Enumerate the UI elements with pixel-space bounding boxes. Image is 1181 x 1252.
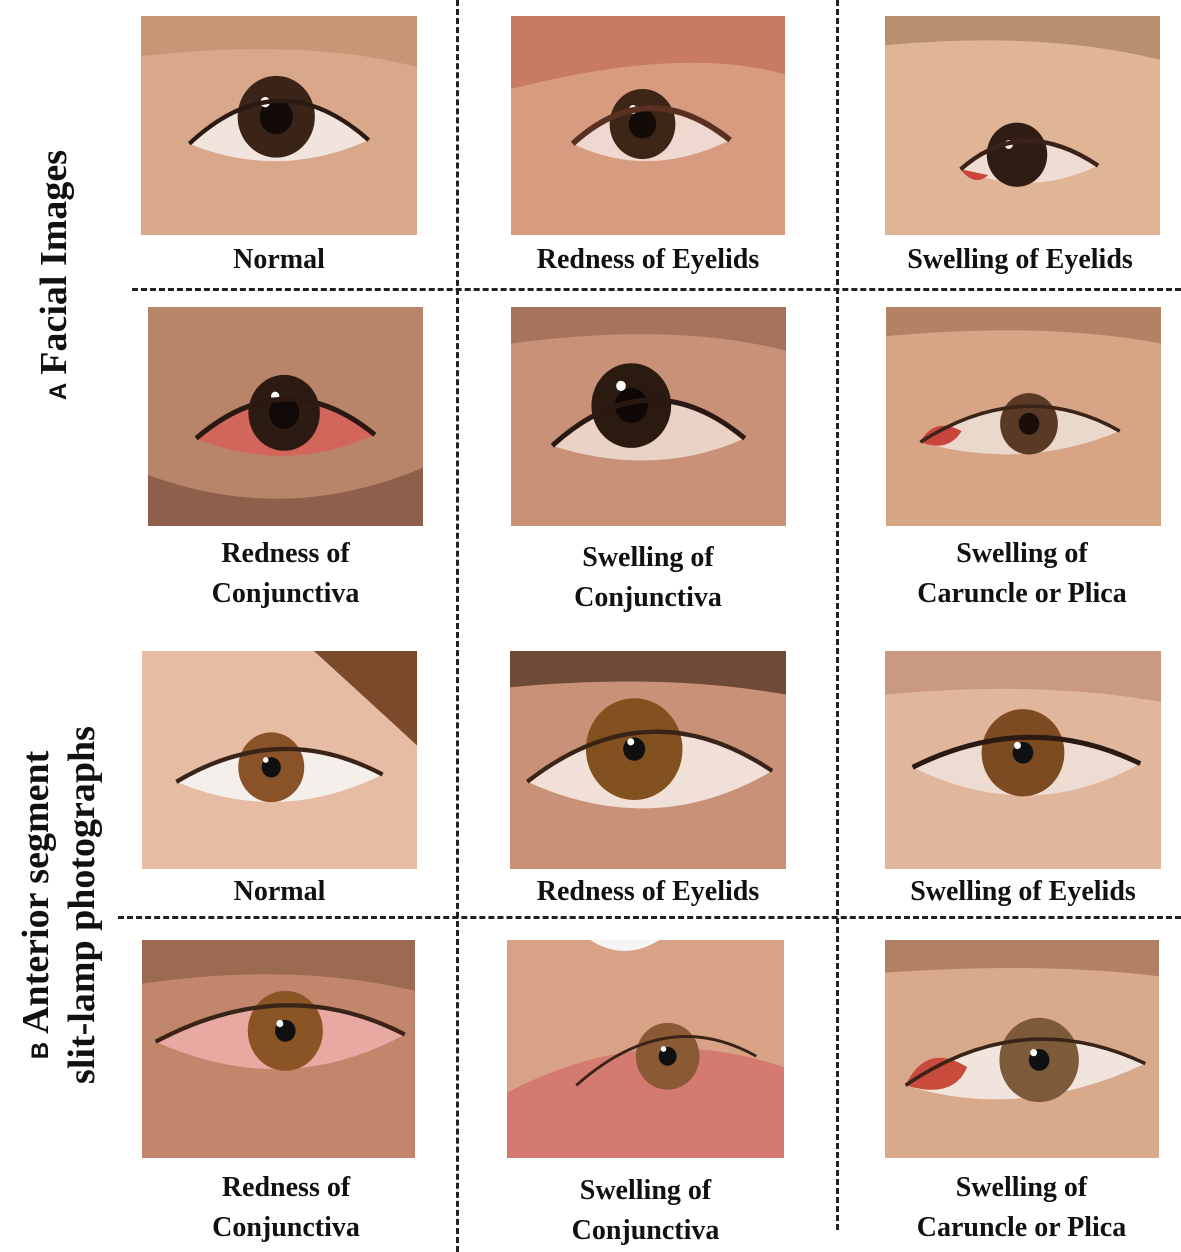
photo-a-normal: [141, 16, 417, 235]
section-b-letter: B: [27, 1041, 54, 1060]
section-b-title-line1: Anterior segment: [15, 750, 57, 1034]
photo-a-swelling-eyelids: [885, 16, 1160, 235]
photo-a-swelling-conjunctiva: [511, 307, 786, 526]
row-divider-bottom: [118, 916, 1181, 919]
caption-b-swelling-eyelids: Swelling of Eyelids: [910, 876, 1136, 907]
photo-a-swelling-caruncle: [886, 307, 1161, 526]
section-b-title-line2: slit-lamp photographs: [61, 726, 103, 1084]
caption-b-normal: Normal: [233, 876, 326, 907]
photo-b-normal: [142, 651, 417, 869]
photo-b-redness-conjunctiva: [142, 940, 415, 1158]
row-divider-top: [132, 288, 1181, 291]
photo-b-swelling-caruncle: [885, 940, 1159, 1158]
section-a-title: Facial Images: [33, 149, 75, 375]
section-b-label-line2: slit-lamp photographs: [60, 726, 104, 1084]
column-divider-right: [836, 0, 839, 1230]
section-a-label: A Facial Images: [32, 150, 76, 400]
photo-b-swelling-eyelids: [885, 651, 1161, 869]
caption-b-redness-eyelids: Redness of Eyelids: [536, 876, 760, 907]
caption-a-swelling-eyelids: Swelling of Eyelids: [907, 244, 1133, 275]
photo-b-redness-eyelids: [510, 651, 786, 869]
photo-b-swelling-conjunctiva: [507, 940, 784, 1158]
column-divider-left: [456, 0, 459, 1252]
section-b-label: B Anterior segment: [14, 751, 58, 1060]
photo-a-redness-eyelids: [511, 16, 785, 235]
caption-a-redness-eyelids: Redness of Eyelids: [536, 244, 760, 275]
section-a-letter: A: [45, 382, 72, 401]
caption-a-normal: Normal: [233, 244, 325, 275]
photo-a-redness-conjunctiva: [148, 307, 423, 526]
